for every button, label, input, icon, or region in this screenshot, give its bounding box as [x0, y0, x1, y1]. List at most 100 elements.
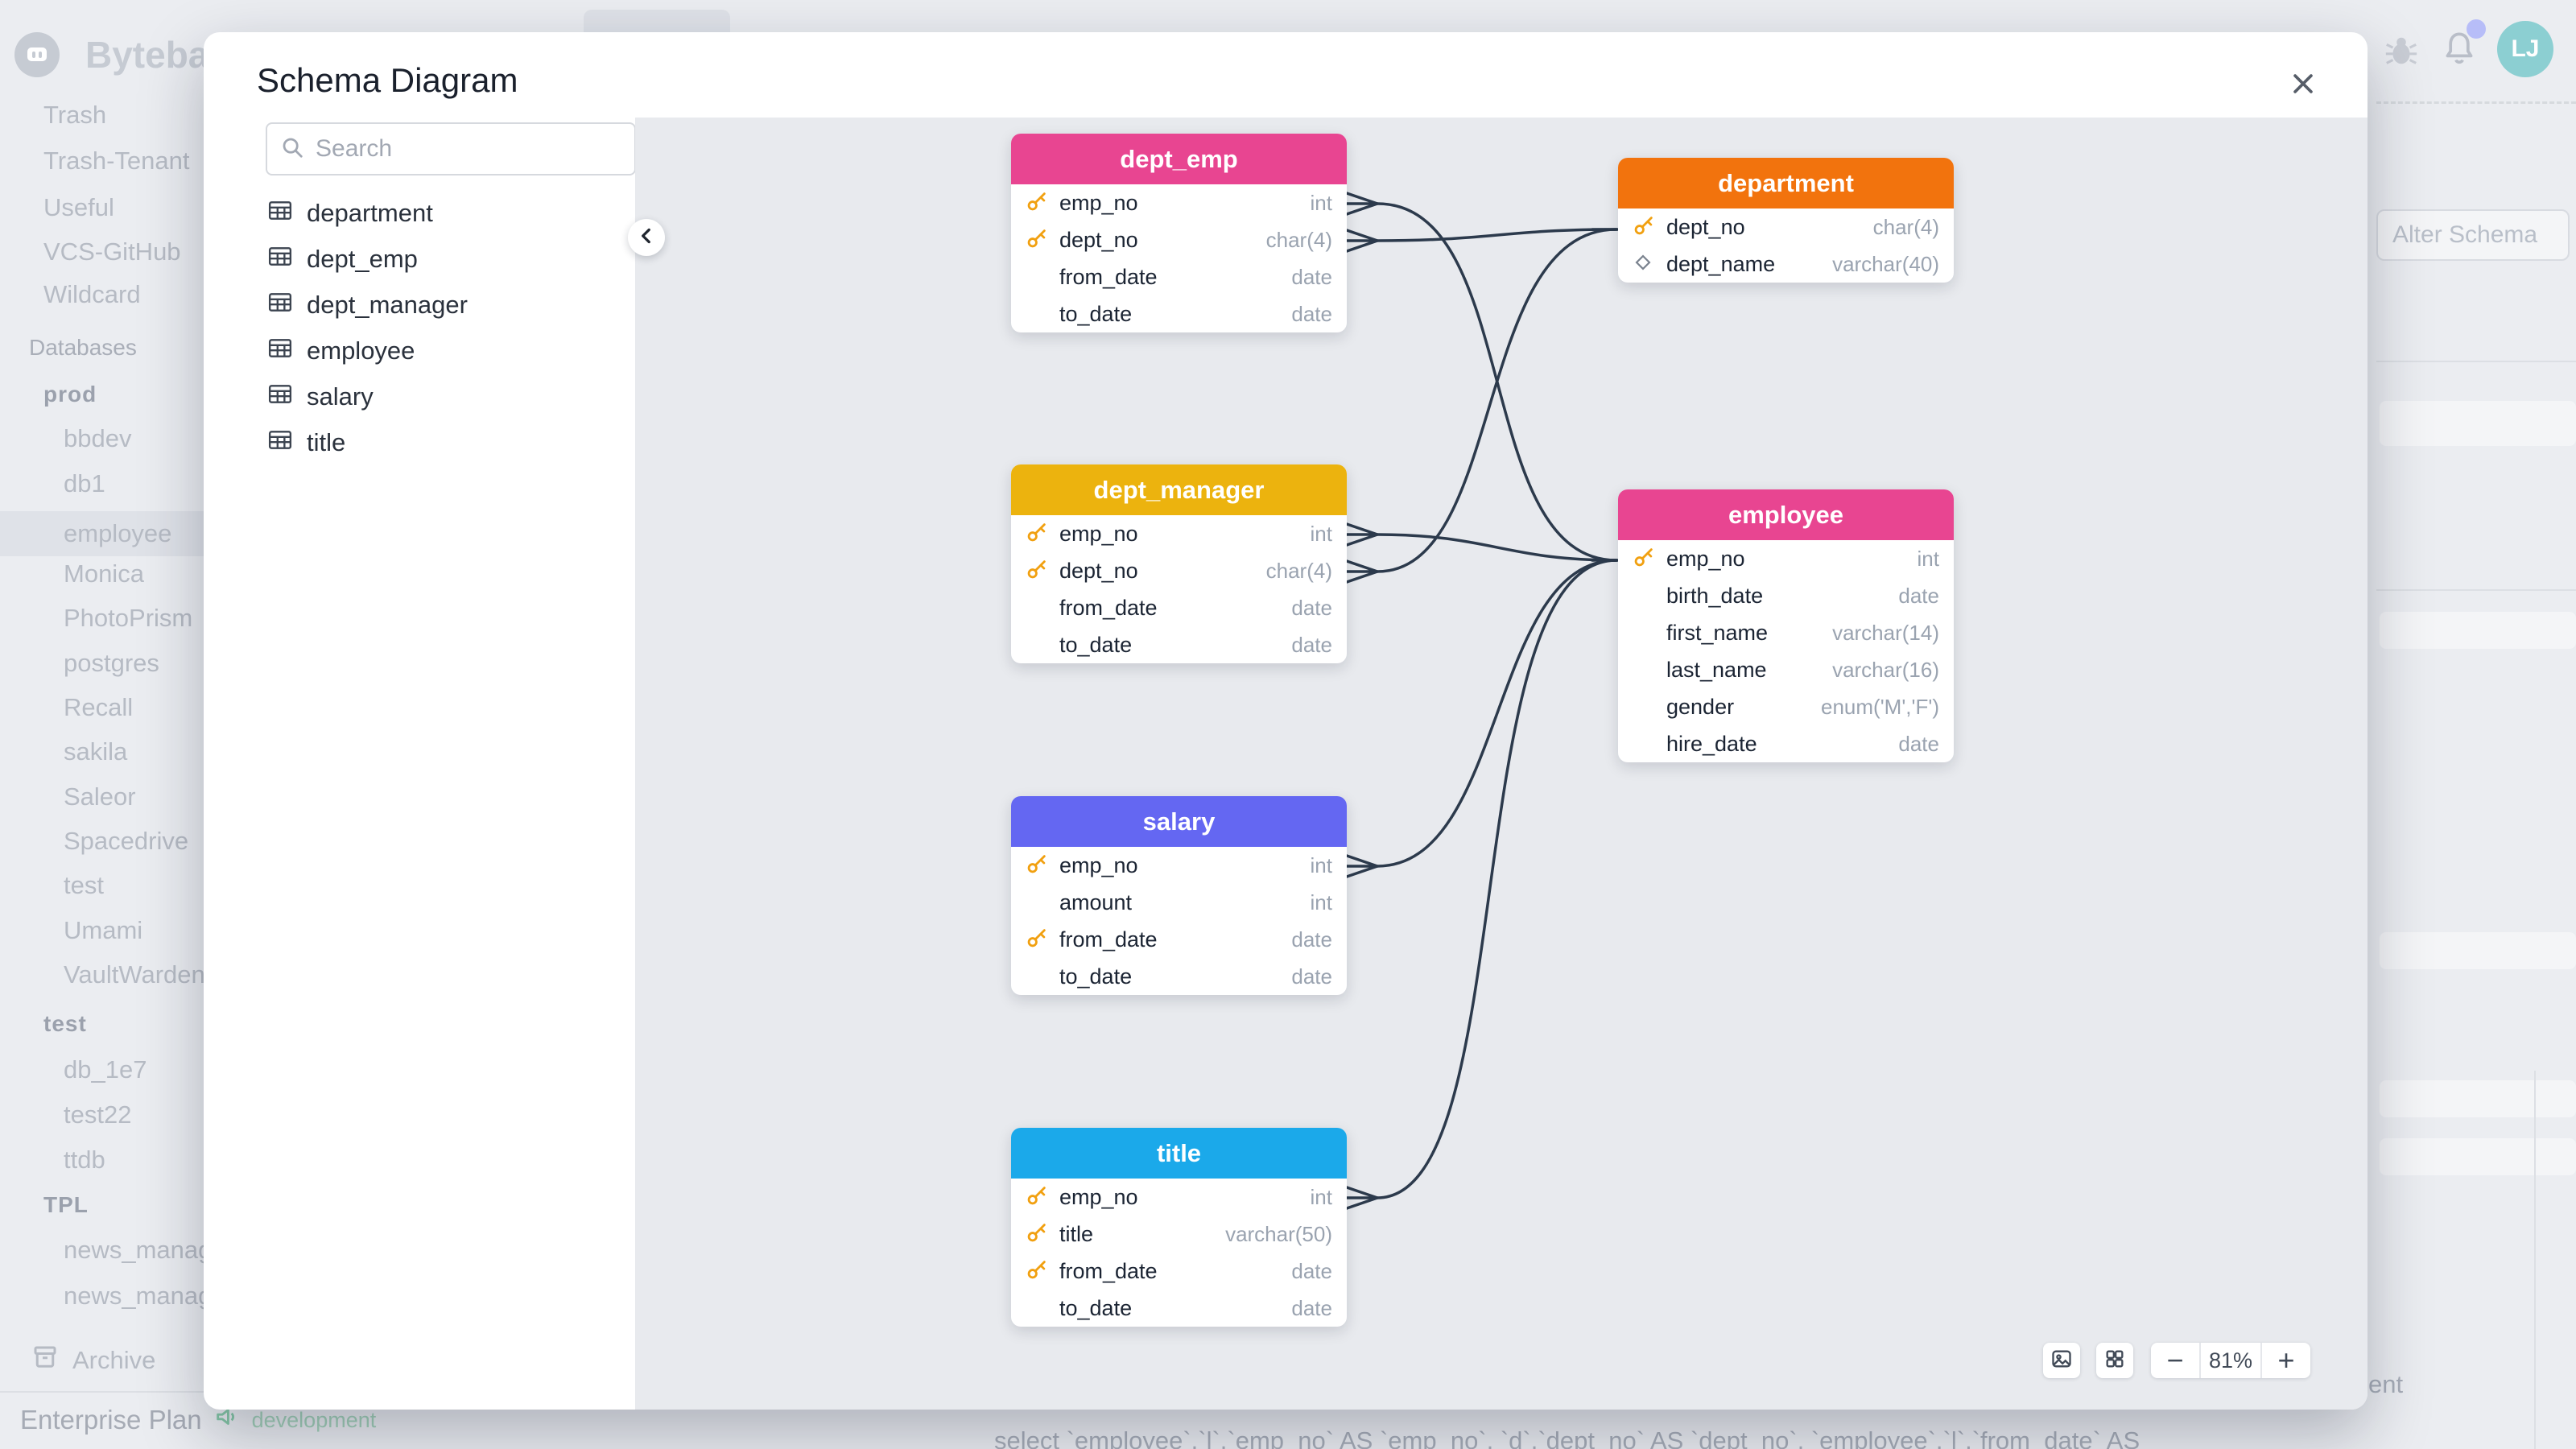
background-partial-text: ent	[2368, 1370, 2404, 1398]
sidebar-db-test22: test22	[64, 1100, 132, 1129]
background-row	[2380, 1138, 2576, 1175]
sidebar-db-news-manage-1: news_manage	[64, 1236, 204, 1264]
sidebar-footer-divider	[0, 1391, 204, 1393]
archive-icon	[31, 1343, 60, 1378]
notification-badge	[2467, 19, 2486, 39]
key-icon	[1026, 521, 1048, 547]
sidebar-db-news-manage-2: news_manage	[64, 1282, 204, 1310]
table-list-item-department[interactable]: department	[254, 192, 600, 234]
sidebar-db-sakila: sakila	[64, 737, 128, 766]
background-sql-text: select `employee`.`l`.`emp_no` AS `emp_n…	[994, 1426, 2140, 1449]
table-list-item-title[interactable]: title	[254, 422, 600, 464]
chevron-left-icon	[636, 225, 657, 250]
environment-badge: development	[251, 1407, 377, 1432]
sidebar-group-tpl: TPL	[43, 1192, 89, 1217]
zoom-in-button[interactable]: +	[2277, 1344, 2295, 1377]
table-search-box	[266, 122, 636, 175]
fit-view-button[interactable]	[2096, 1343, 2133, 1378]
notification-bell-icon	[2439, 27, 2479, 72]
background-row	[2380, 932, 2576, 969]
key-icon	[1026, 1258, 1048, 1285]
sidebar-item-trash: Trash	[43, 101, 107, 129]
grid-icon	[2103, 1348, 2126, 1374]
sidebar-group-test: test	[43, 1011, 87, 1036]
table-icon	[268, 382, 292, 412]
key-icon	[1026, 1184, 1048, 1211]
table-icon	[268, 290, 292, 320]
sidebar-db-photoprism: PhotoPrism	[64, 604, 193, 632]
zoom-out-button[interactable]: −	[2166, 1344, 2184, 1377]
key-icon	[1026, 927, 1048, 953]
table-list-item-dept-manager[interactable]: dept_manager	[254, 284, 600, 326]
background-divider	[2376, 589, 2576, 591]
table-list-item-salary[interactable]: salary	[254, 376, 600, 418]
table-list-item-dept-emp[interactable]: dept_emp	[254, 238, 600, 280]
plan-label: Enterprise Plan	[20, 1405, 202, 1435]
sidebar-selected-highlight	[0, 511, 204, 556]
user-avatar: LJ	[2497, 21, 2553, 77]
table-header: employee	[1618, 489, 1954, 540]
background-divider	[2376, 361, 2576, 362]
close-icon[interactable]	[2284, 64, 2322, 103]
bug-report-icon	[2383, 32, 2420, 73]
table-icon	[268, 198, 292, 229]
sidebar-db-postgres: postgres	[64, 649, 159, 677]
key-icon	[1026, 227, 1048, 254]
sidebar-db-monica: Monica	[64, 559, 144, 588]
table-icon	[268, 244, 292, 275]
table-header: dept_emp	[1011, 134, 1347, 184]
key-icon	[1633, 214, 1655, 241]
table-icon	[268, 336, 292, 366]
key-icon	[1026, 852, 1048, 879]
key-icon	[1026, 1221, 1048, 1248]
modal-title: Schema Diagram	[257, 61, 518, 99]
background-panel-edge	[2534, 1071, 2536, 1449]
background-row	[2380, 401, 2576, 446]
sidebar-db-vaultwarden: VaultWarden	[64, 960, 204, 989]
table-header: salary	[1011, 796, 1347, 847]
sidebar-db-spacedrive: Spacedrive	[64, 827, 189, 855]
image-icon	[2050, 1348, 2073, 1374]
table-icon	[268, 427, 292, 458]
search-input[interactable]	[316, 135, 621, 163]
sidebar-db-umami: Umami	[64, 916, 143, 944]
zoom-level: 81%	[2199, 1343, 2262, 1378]
speaker-icon	[213, 1403, 241, 1437]
schema-diagram-modal: Schema Diagram department dept_emp dept_…	[204, 32, 2368, 1410]
collapse-panel-button[interactable]	[628, 219, 665, 256]
sidebar-item-vcs-github: VCS-GitHub	[43, 237, 181, 266]
relationship-edges	[1345, 192, 1620, 1210]
background-row	[2380, 1080, 2576, 1117]
zoom-control: − 81% +	[2151, 1343, 2310, 1378]
table-list-item-employee[interactable]: employee	[254, 330, 600, 372]
sidebar-group-prod: prod	[43, 382, 97, 407]
export-image-button[interactable]	[2043, 1343, 2080, 1378]
sidebar-db-db-1e7: db_1e7	[64, 1055, 147, 1084]
